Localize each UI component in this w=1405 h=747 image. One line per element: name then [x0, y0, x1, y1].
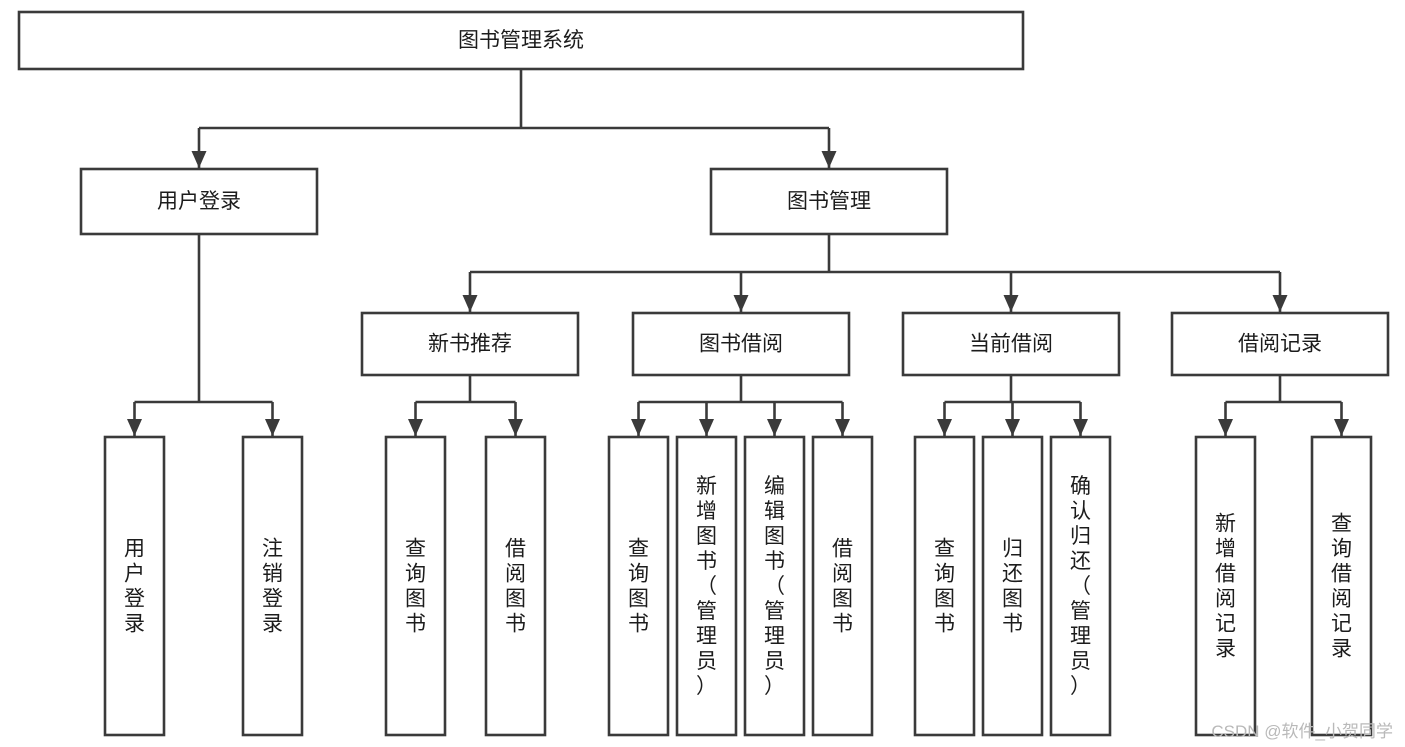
node-label: 新增借阅记录: [1215, 512, 1236, 660]
node-label: 查询借阅记录: [1331, 512, 1352, 660]
connector-group-book_borrow: [631, 375, 850, 436]
connector-group-new_book_rec: [408, 375, 523, 436]
node-label: 查询图书: [628, 537, 649, 635]
node-leaf-borrow-book-1[interactable]: 借阅图书: [484, 435, 547, 737]
connector-group-user_login: [127, 234, 280, 436]
node-box-leaf-return-book[interactable]: [981, 435, 1044, 737]
node-box-leaf-add-record[interactable]: [1194, 435, 1257, 737]
connector-layer: [127, 69, 1349, 436]
node-box-current-borrow[interactable]: [901, 311, 1121, 377]
node-leaf-query-record[interactable]: 查询借阅记录: [1310, 435, 1373, 737]
node-label: 编辑图书（管理员）: [764, 475, 785, 698]
node-box-root[interactable]: [17, 10, 1025, 71]
node-box-leaf-user-login[interactable]: [103, 435, 166, 737]
node-box-leaf-edit-book[interactable]: [743, 435, 806, 737]
node-label: 图书管理: [787, 190, 871, 213]
node-box-leaf-query-book-2[interactable]: [607, 435, 670, 737]
node-label: 图书管理系统: [458, 29, 584, 52]
node-borrow-record[interactable]: 借阅记录: [1170, 311, 1390, 377]
node-label: 图书借阅: [699, 333, 783, 356]
node-box-borrow-record[interactable]: [1170, 311, 1390, 377]
node-leaf-add-book[interactable]: 新增图书（管理员）: [675, 435, 738, 737]
node-layer: 图书管理系统用户登录图书管理新书推荐图书借阅当前借阅借阅记录用户登录注销登录查询…: [17, 10, 1390, 737]
node-leaf-confirm-return[interactable]: 确认归还（管理员）: [1049, 435, 1112, 737]
node-box-book-manage[interactable]: [709, 167, 949, 236]
node-leaf-query-book-1[interactable]: 查询图书: [384, 435, 447, 737]
connector-group-borrow_record: [1218, 375, 1349, 436]
node-label: 用户登录: [124, 537, 145, 635]
node-leaf-query-book-2[interactable]: 查询图书: [607, 435, 670, 737]
node-box-leaf-query-record[interactable]: [1310, 435, 1373, 737]
node-box-leaf-borrow-book-2[interactable]: [811, 435, 874, 737]
connector-group-current_borrow: [937, 375, 1088, 436]
node-label: 新增图书（管理员）: [696, 475, 717, 698]
node-box-new-book-rec[interactable]: [360, 311, 580, 377]
node-leaf-return-book[interactable]: 归还图书: [981, 435, 1044, 737]
node-root[interactable]: 图书管理系统: [17, 10, 1025, 71]
connector-group-root: [191, 69, 837, 168]
node-box-book-borrow[interactable]: [631, 311, 851, 377]
node-leaf-add-record[interactable]: 新增借阅记录: [1194, 435, 1257, 737]
node-leaf-user-login[interactable]: 用户登录: [103, 435, 166, 737]
node-box-leaf-query-book-3[interactable]: [913, 435, 976, 737]
node-label: 新书推荐: [428, 333, 512, 356]
watermark-label: CSDN @软件_小贺同学: [1211, 722, 1393, 741]
node-book-manage[interactable]: 图书管理: [709, 167, 949, 236]
connector-group-book_manage: [462, 234, 1288, 312]
node-label: 借阅图书: [832, 537, 853, 635]
node-label: 当前借阅: [969, 333, 1053, 356]
node-box-leaf-user-logout[interactable]: [241, 435, 304, 737]
node-book-borrow[interactable]: 图书借阅: [631, 311, 851, 377]
node-leaf-edit-book[interactable]: 编辑图书（管理员）: [743, 435, 806, 737]
node-leaf-borrow-book-2[interactable]: 借阅图书: [811, 435, 874, 737]
node-label: 查询图书: [934, 537, 955, 635]
node-label: 归还图书: [1002, 537, 1023, 635]
node-label: 用户登录: [157, 190, 241, 213]
node-new-book-rec[interactable]: 新书推荐: [360, 311, 580, 377]
node-box-leaf-add-book[interactable]: [675, 435, 738, 737]
node-user-login[interactable]: 用户登录: [79, 167, 319, 236]
node-label: 查询图书: [405, 537, 426, 635]
node-box-user-login[interactable]: [79, 167, 319, 236]
node-leaf-user-logout[interactable]: 注销登录: [241, 435, 304, 737]
node-box-leaf-borrow-book-1[interactable]: [484, 435, 547, 737]
node-label: 确认归还（管理员）: [1070, 475, 1091, 698]
node-current-borrow[interactable]: 当前借阅: [901, 311, 1121, 377]
node-label: 借阅图书: [505, 537, 526, 635]
node-box-leaf-confirm-return[interactable]: [1049, 435, 1112, 737]
node-label: 借阅记录: [1238, 333, 1322, 356]
node-leaf-query-book-3[interactable]: 查询图书: [913, 435, 976, 737]
node-box-leaf-query-book-1[interactable]: [384, 435, 447, 737]
node-label: 注销登录: [262, 537, 283, 635]
